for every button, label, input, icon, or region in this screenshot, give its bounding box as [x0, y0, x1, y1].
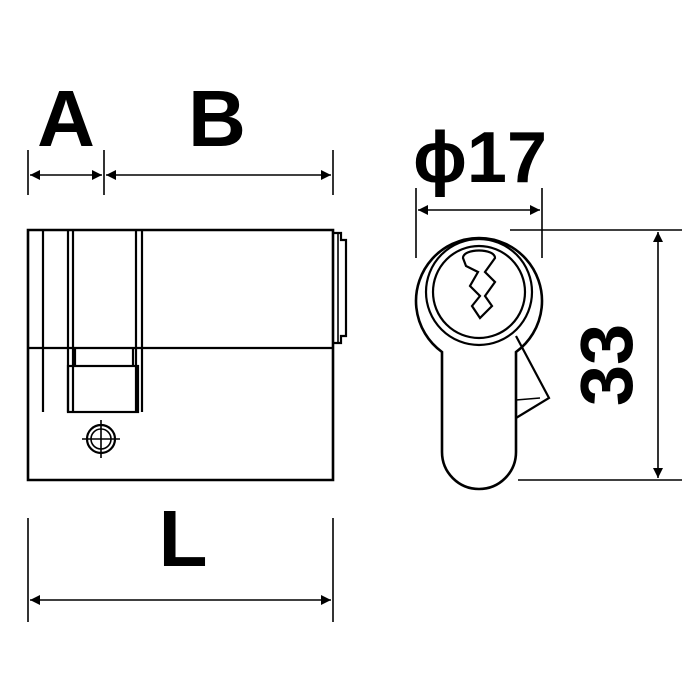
- dimension-l: L: [27, 494, 334, 622]
- cam-block: [66, 364, 140, 414]
- cylinder-body-outline: [26, 228, 335, 482]
- plug-ring-outer: [424, 237, 534, 347]
- dimension-a-b: A B: [27, 74, 334, 195]
- dimension-diameter: ϕ17: [413, 118, 547, 258]
- cylinder-side-view: [26, 228, 348, 482]
- screw-hole-icon: [82, 420, 120, 458]
- cam-lever: [515, 335, 551, 419]
- plug-ring-inner: [431, 244, 527, 340]
- plug-front-step: [333, 231, 348, 345]
- label-height: 33: [565, 324, 648, 406]
- dimension-height: 33: [510, 229, 682, 481]
- cam-lever-inner: [515, 397, 541, 401]
- cylinder-front-view: [414, 236, 551, 491]
- label-diameter: ϕ17: [413, 118, 547, 198]
- cam-slot-right: [134, 230, 144, 412]
- profile-outline: [414, 236, 544, 491]
- label-b: B: [188, 74, 246, 163]
- label-l: L: [159, 494, 208, 583]
- label-a: A: [37, 74, 95, 163]
- keyway-icon: [461, 249, 497, 320]
